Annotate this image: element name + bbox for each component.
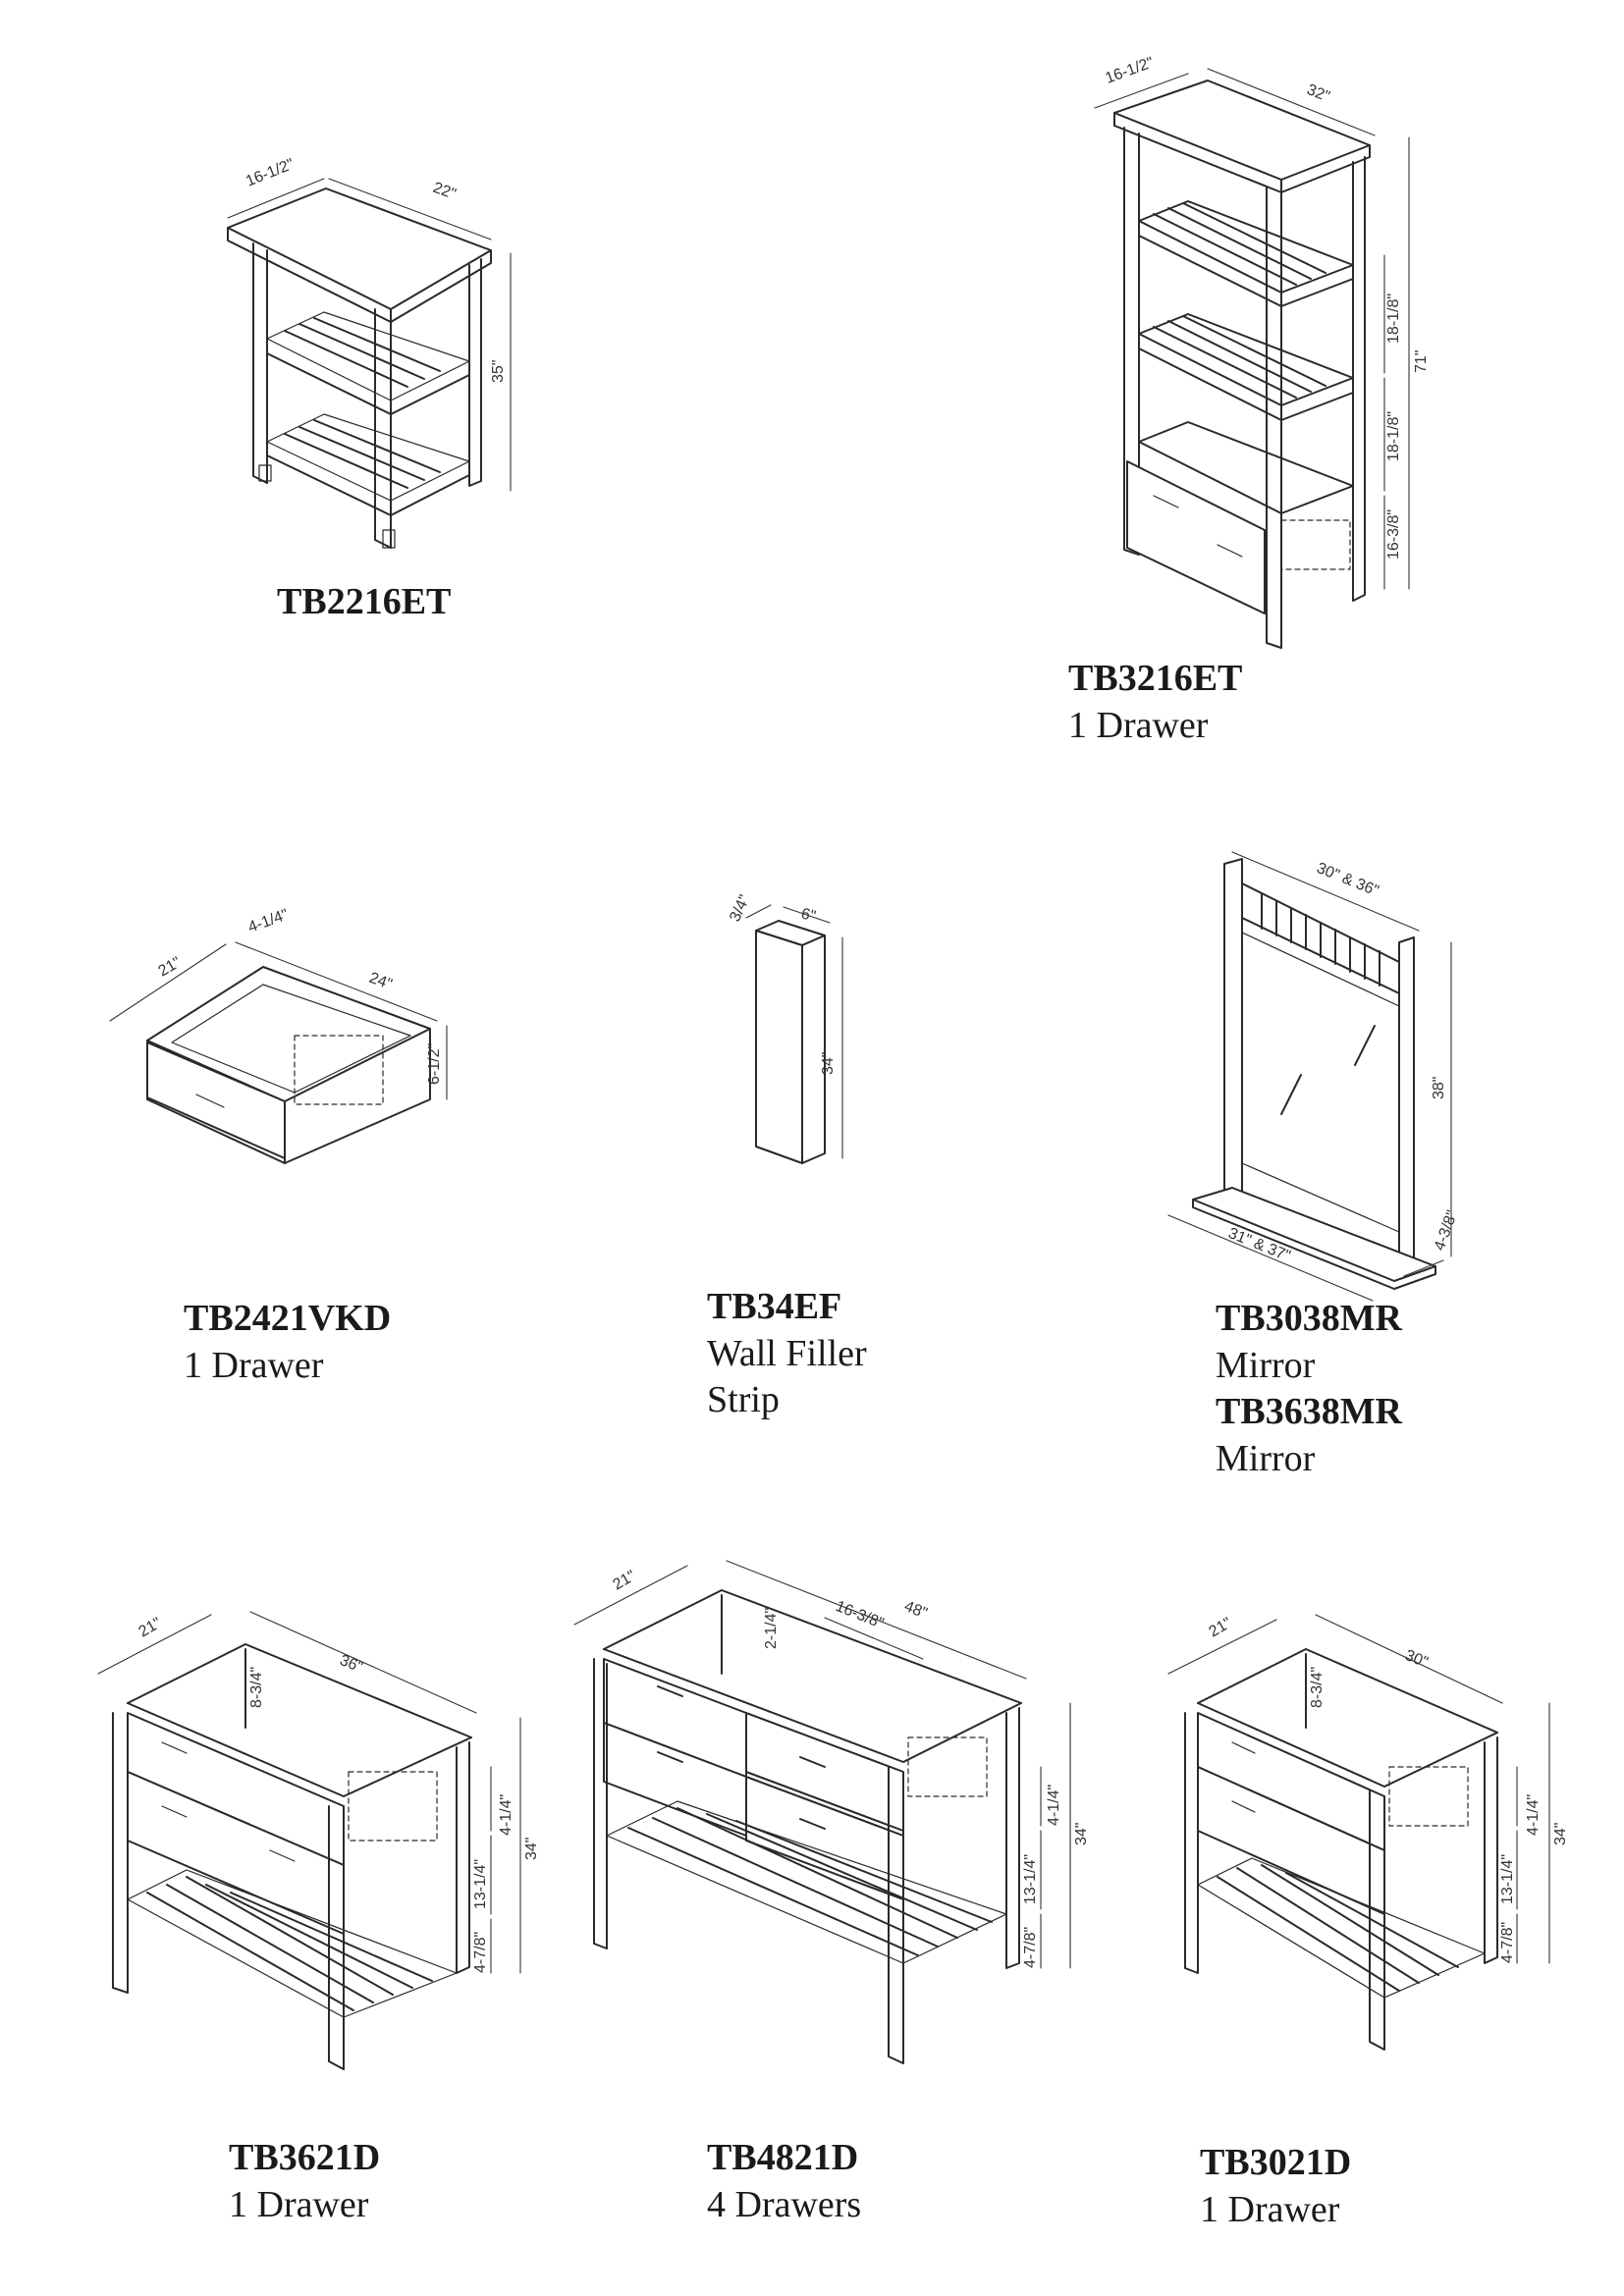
tb2421vkd-depth-label: 21": [156, 954, 185, 980]
tb4821d-inner-b-label: 16-3/8": [834, 1598, 887, 1632]
tb3638mr-model: TB3638MR: [1216, 1391, 1402, 1432]
tb3621d-model: TB3621D: [229, 2137, 381, 2178]
tb3216et-drawing: 16-1/2" 32" 71" 18-1/8" 18-1/8" 16-3/8": [1094, 54, 1430, 649]
tb4821d-depth-label: 21": [611, 1568, 639, 1593]
tb3038mr-caption: TB3038MR Mirror TB3638MR Mirror: [1216, 1296, 1402, 1482]
tb3621d-top-label: 4-1/4": [498, 1794, 514, 1836]
tb3021d-desc: 1 Drawer: [1200, 2188, 1340, 2230]
tb34ef-caption: TB34EF Wall Filler Strip: [707, 1284, 867, 1424]
tb3621d-caption: TB3621D 1 Drawer: [229, 2135, 380, 2228]
tb3021d-model: TB3021D: [1200, 2142, 1352, 2183]
tb3021d-mid-label: 13-1/4": [1499, 1854, 1516, 1904]
tb3638mr-desc: Mirror: [1216, 1437, 1316, 1479]
tb4821d-width-label: 48": [902, 1598, 930, 1623]
tb3621d-mid-label: 13-1/4": [472, 1859, 489, 1909]
tb3621d-inner-label: 8-3/4": [248, 1667, 265, 1708]
tb3216et-depth-label: 16-1/2": [1104, 54, 1157, 86]
tb3216et-height-label: 71": [1413, 350, 1430, 373]
tb2216et-drawing: 16-1/2" 22" 35": [227, 156, 512, 549]
tb3216et-caption: TB3216ET 1 Drawer: [1068, 656, 1242, 749]
tb3216et-model: TB3216ET: [1068, 658, 1243, 699]
tb34ef-thick-label: 3/4": [727, 892, 753, 924]
tb3216et-h3-label: 16-3/8": [1385, 509, 1402, 560]
tb2421vkd-inner-label: 4-1/4": [246, 906, 291, 935]
tb4821d-drawing: 21" 48" 2-1/4" 16-3/8" 4-1/4" 13-1/4" 4-…: [573, 1560, 1090, 2064]
tb4821d-model: TB4821D: [707, 2137, 859, 2178]
tb2421vkd-height-label: 6-1/2": [426, 1043, 443, 1085]
tb34ef-model: TB34EF: [707, 1286, 842, 1327]
tb3021d-bottom-label: 4-7/8": [1499, 1922, 1516, 1963]
tb3216et-desc: 1 Drawer: [1068, 704, 1209, 746]
tb3021d-top-label: 4-1/4": [1525, 1794, 1542, 1836]
tb4821d-bottom-label: 4-7/8": [1022, 1927, 1039, 1968]
tb3021d-depth-label: 21": [1207, 1615, 1235, 1640]
tb2421vkd-model: TB2421VKD: [184, 1298, 392, 1339]
tb4821d-mid-label: 13-1/4": [1022, 1854, 1039, 1904]
tb3216et-h1-label: 18-1/8": [1385, 294, 1402, 344]
tb2421vkd-width-label: 24": [367, 970, 395, 993]
tb3038mr-drawing: 30" & 36" 38" 31" & 37" 4-3/8": [1167, 851, 1461, 1302]
tb2216et-model: TB2216ET: [277, 581, 452, 622]
tb34ef-width-label: 6": [799, 905, 817, 925]
tb3021d-caption: TB3021D 1 Drawer: [1200, 2140, 1351, 2233]
tb3038mr-depth-label: 4-3/8": [1432, 1208, 1461, 1253]
tb34ef-desc-line1: Wall Filler: [707, 1332, 867, 1374]
tb3038mr-height-label: 38": [1431, 1077, 1447, 1099]
tb3021d-height-label: 34": [1552, 1823, 1569, 1845]
tb2216et-caption: TB2216ET: [277, 579, 451, 626]
tb3621d-desc: 1 Drawer: [229, 2183, 369, 2225]
tb34ef-desc-line2: Strip: [707, 1379, 780, 1420]
tb3216et-h2-label: 18-1/8": [1385, 411, 1402, 461]
tb3621d-depth-label: 21": [136, 1615, 165, 1640]
tb3021d-inner-label: 8-3/4": [1309, 1667, 1326, 1708]
tb34ef-drawing: 3/4" 6" 34": [727, 892, 843, 1164]
tb4821d-height-label: 34": [1073, 1823, 1090, 1845]
tb3038mr-width-top-label: 30" & 36": [1315, 860, 1381, 900]
tb3021d-drawing: 21" 30" 8-3/4" 4-1/4" 13-1/4" 4-7/8" 34": [1167, 1614, 1569, 2051]
tb4821d-caption: TB4821D 4 Drawers: [707, 2135, 861, 2228]
tb2421vkd-caption: TB2421VKD 1 Drawer: [184, 1296, 391, 1389]
tb3621d-bottom-label: 4-7/8": [472, 1932, 489, 1973]
tb2421vkd-drawing: 21" 4-1/4" 24" 6-1/2": [109, 906, 448, 1164]
tb4821d-top-label: 4-1/4": [1046, 1785, 1062, 1826]
tb3038mr-desc: Mirror: [1216, 1344, 1316, 1386]
tb4821d-desc: 4 Drawers: [707, 2183, 862, 2225]
tb2216et-height-label: 35": [490, 360, 507, 383]
tb2421vkd-desc: 1 Drawer: [184, 1344, 324, 1386]
tb3621d-height-label: 34": [523, 1838, 540, 1860]
tb34ef-height-label: 34": [820, 1052, 837, 1075]
tb2216et-depth-label: 16-1/2": [244, 156, 297, 190]
tb4821d-inner-a-label: 2-1/4": [763, 1608, 780, 1649]
tb3038mr-model: TB3038MR: [1216, 1298, 1402, 1339]
tb3621d-width-label: 36": [338, 1652, 365, 1677]
tb2216et-width-label: 22": [431, 180, 459, 203]
tb3621d-drawing: 21" 36" 8-3/4" 4-1/4" 13-1/4" 4-7/8" 34": [97, 1611, 540, 2070]
tb3216et-width-label: 32": [1305, 81, 1332, 106]
